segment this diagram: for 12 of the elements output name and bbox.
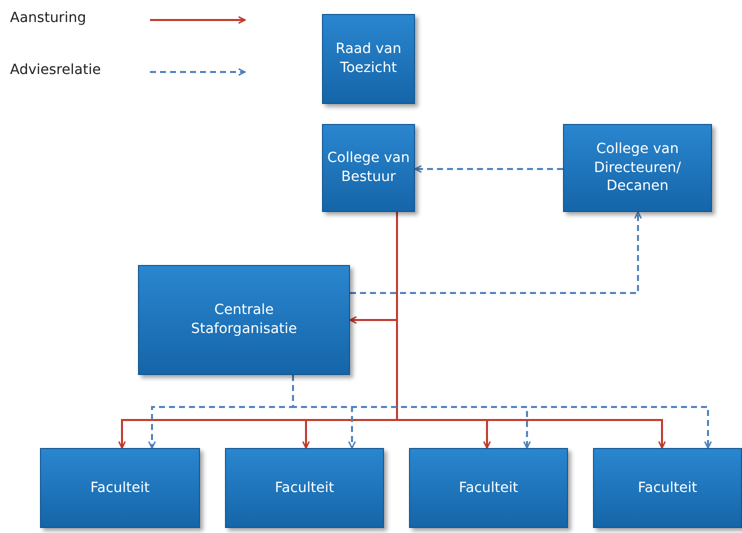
connector-arrow [414, 165, 563, 173]
org-box: Faculteit [409, 448, 568, 528]
org-box: Faculteit [225, 448, 384, 528]
org-box: Centrale Staforganisatie [138, 265, 350, 375]
connector-arrow [350, 211, 642, 294]
legend-label: Adviesrelatie [10, 62, 101, 78]
org-box: College van Bestuur [322, 124, 415, 212]
org-box: Faculteit [593, 448, 742, 528]
legend-label: Aansturing [10, 10, 86, 26]
org-box: College van Directeuren/ Decanen [563, 124, 712, 212]
org-box: Faculteit [40, 448, 200, 528]
org-box: Raad van Toezicht [322, 14, 415, 104]
